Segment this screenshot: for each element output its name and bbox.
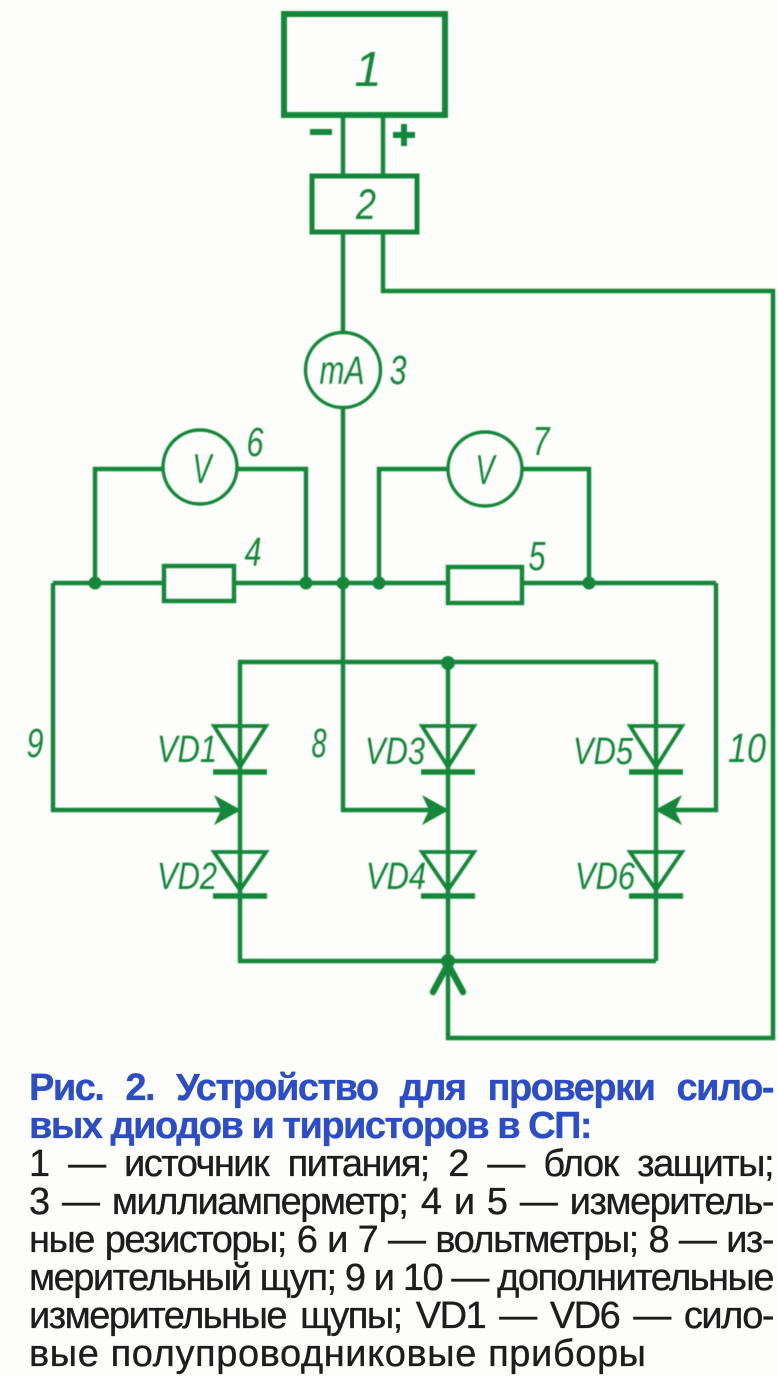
svg-text:5: 5 — [529, 533, 546, 579]
svg-text:4: 4 — [245, 529, 262, 575]
svg-text:VD1: VD1 — [157, 729, 217, 771]
svg-text:V: V — [193, 445, 215, 492]
svg-text:1: 1 — [354, 43, 381, 97]
svg-text:mA: mA — [320, 349, 365, 393]
svg-text:3: 3 — [390, 347, 407, 393]
svg-text:V: V — [476, 446, 498, 493]
svg-text:VD3: VD3 — [365, 731, 425, 773]
svg-text:9: 9 — [27, 720, 44, 766]
svg-text:10: 10 — [728, 725, 766, 771]
svg-text:8: 8 — [312, 720, 327, 766]
svg-text:2: 2 — [355, 181, 376, 229]
svg-text:6: 6 — [247, 419, 264, 465]
svg-text:VD2: VD2 — [157, 856, 217, 898]
svg-text:VD5: VD5 — [573, 731, 634, 773]
svg-text:VD4: VD4 — [366, 856, 426, 898]
svg-text:VD6: VD6 — [575, 856, 636, 898]
svg-text:7: 7 — [533, 418, 552, 464]
